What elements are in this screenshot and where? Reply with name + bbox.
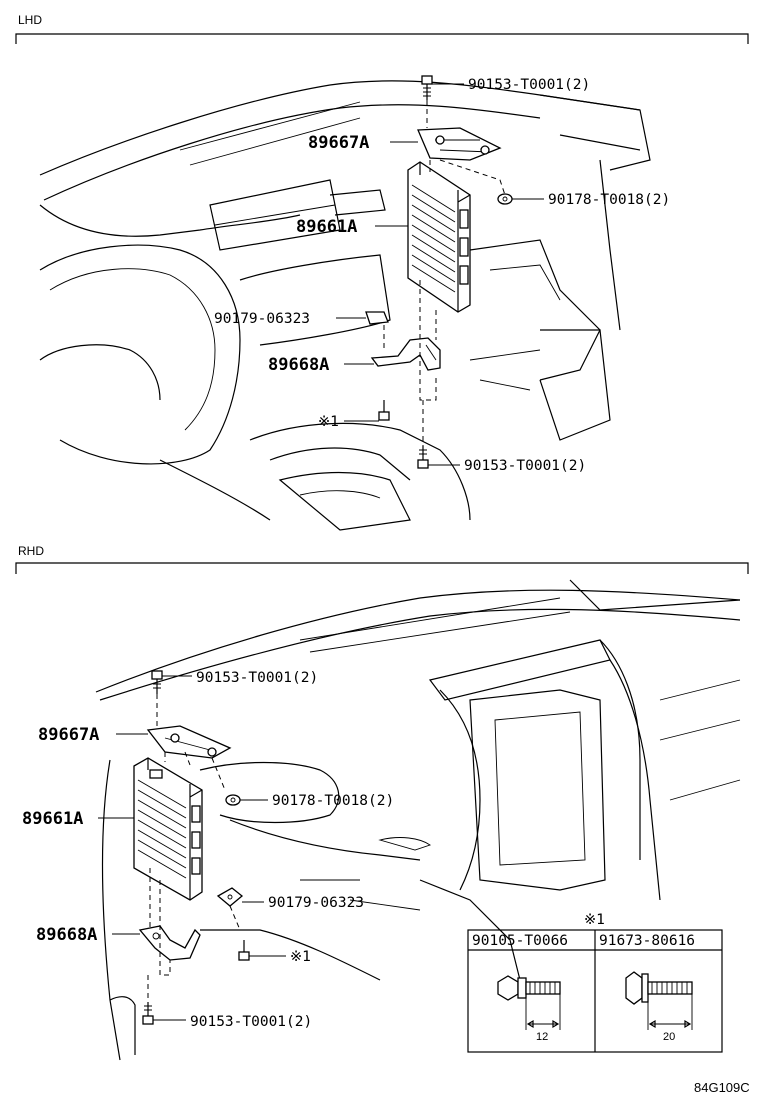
rhd-section: RHD [15, 544, 749, 1061]
rhd-label-note: ※1 [290, 949, 311, 965]
lhd-top-bolt [421, 75, 433, 100]
rhd-ecu-bracket [146, 725, 232, 759]
note-bolt-2-icon [625, 971, 693, 1005]
rhd-label-bracket: 89667A [38, 725, 99, 745]
lhd-assembly [365, 75, 513, 469]
lhd-label-ecu: 89661A [296, 217, 357, 237]
note-dim-2: 20 [663, 1031, 675, 1043]
rhd-ecu-unit [133, 757, 203, 901]
note-table: ※1 90105-T0066 91673-80616 12 20 [467, 912, 723, 1053]
rhd-lower-bracket [138, 925, 201, 961]
lhd-section-bracket [15, 33, 749, 44]
lhd-section: LHD [15, 13, 749, 531]
diagram-code: 84G109C [694, 1080, 750, 1095]
rhd-bottom-bolt [142, 1002, 154, 1025]
lhd-label-lower-bracket: 89668A [268, 355, 329, 375]
note-table-part-2: 91673-80616 [599, 933, 695, 949]
rhd-nut [225, 794, 241, 806]
rhd-label-lower-bracket: 89668A [36, 925, 97, 945]
lhd-label-bolt-top: 90153-T0001(2) [468, 77, 590, 93]
rhd-label-nut: 90178-T0018(2) [272, 793, 394, 809]
lhd-nut [497, 193, 513, 205]
note-dim-2-line [647, 994, 693, 1030]
lhd-label-bracket: 89667A [308, 133, 369, 153]
lhd-label-bolt-bottom: 90153-T0001(2) [464, 458, 586, 474]
rhd-label-clip: 90179-06323 [268, 895, 364, 911]
lhd-lower-bracket [370, 337, 441, 371]
rhd-label-bolt-top: 90153-T0001(2) [196, 670, 318, 686]
lhd-label-note: ※1 [318, 414, 339, 430]
note-table-marker: ※1 [584, 912, 605, 928]
note-dim-1: 12 [536, 1031, 548, 1043]
note-bolt-1-icon [497, 975, 561, 1001]
rhd-dashboard-illustration [95, 579, 741, 1061]
lhd-note-bolt [378, 400, 390, 421]
rhd-label-bolt-bottom: 90153-T0001(2) [190, 1014, 312, 1030]
lhd-title: LHD [18, 13, 42, 27]
lhd-ecu-bracket [417, 127, 502, 161]
note-dim-1-line [525, 994, 561, 1030]
rhd-top-bolt [151, 670, 163, 694]
rhd-note-bolt [238, 940, 250, 961]
rhd-label-ecu: 89661A [22, 809, 83, 829]
lhd-bottom-bolt [417, 446, 429, 469]
rhd-assembly [133, 670, 250, 1025]
lhd-dashboard-illustration [39, 80, 651, 531]
lhd-clip [365, 311, 389, 325]
lhd-label-clip: 90179-06323 [214, 311, 310, 327]
rhd-section-bracket [15, 562, 749, 574]
rhd-title: RHD [18, 544, 44, 558]
lhd-label-nut: 90178-T0018(2) [548, 192, 670, 208]
lhd-ecu-unit [407, 161, 471, 313]
rhd-clip [216, 887, 244, 907]
note-table-part-1: 90105-T0066 [472, 933, 568, 949]
